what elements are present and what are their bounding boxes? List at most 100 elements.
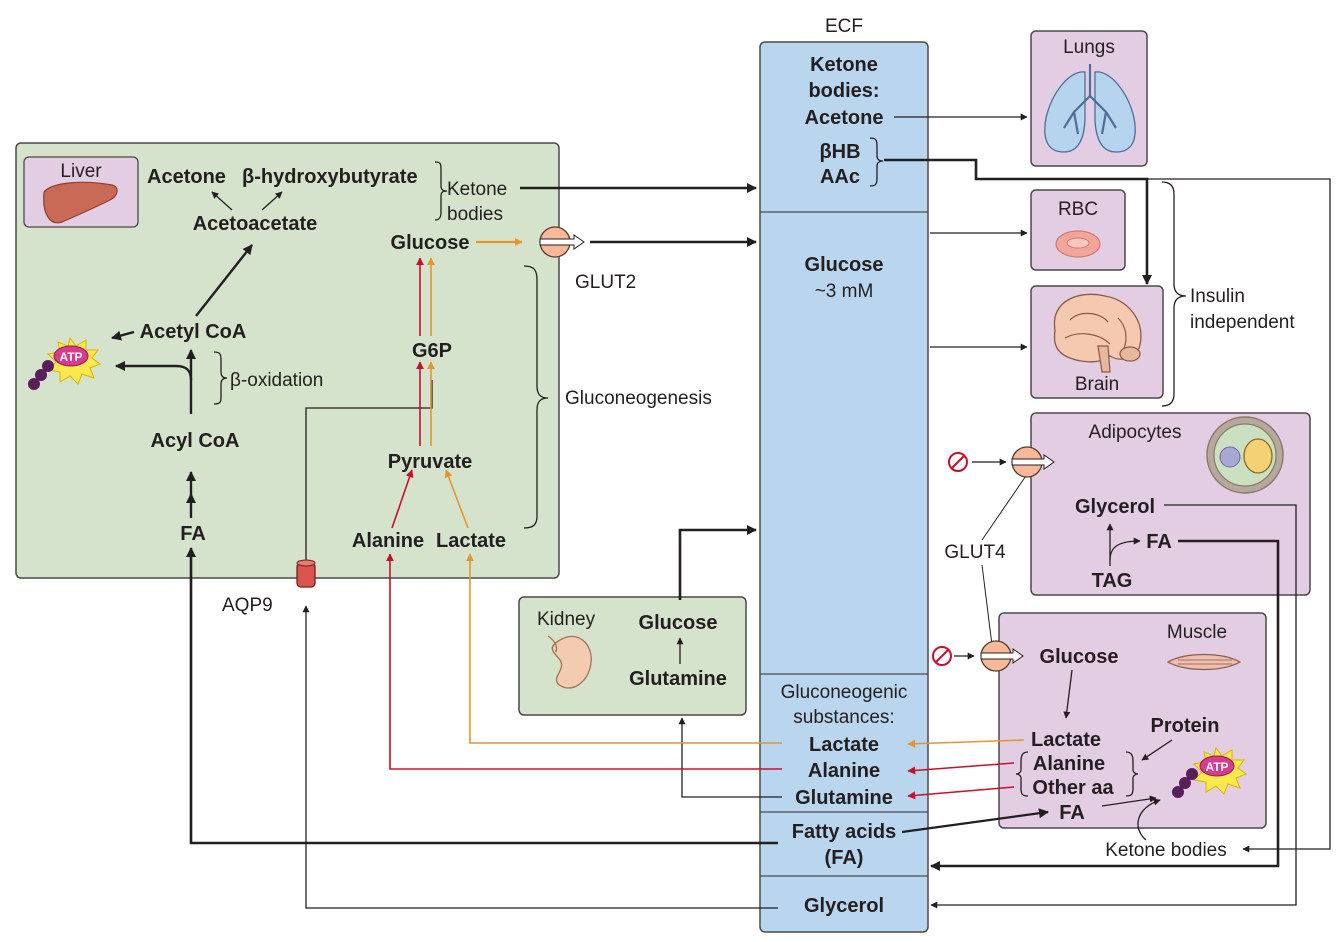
adipocyte-fa: FA bbox=[1146, 531, 1172, 553]
glut4-adipocyte-transporter-icon bbox=[1011, 446, 1055, 478]
arrow-ketones-to-muscle-atp bbox=[1137, 798, 1161, 841]
ecf-title: ECF bbox=[825, 16, 863, 37]
arrow-ecf-alanine-to-liver bbox=[386, 553, 782, 770]
muscle-glucose: Glucose bbox=[1040, 646, 1119, 668]
ecf-gluconeogenic-label: Gluconeogenic bbox=[781, 682, 908, 703]
muscle-lactate: Lactate bbox=[1031, 729, 1101, 751]
arrow-ecf-lactate-to-liver bbox=[466, 553, 782, 744]
arrow-muscle-lactate-to-ecf bbox=[907, 739, 1025, 748]
liver-label: Liver bbox=[60, 161, 102, 182]
liver-beta-oxidation: β-oxidation bbox=[230, 370, 323, 391]
liver-icon bbox=[43, 181, 118, 224]
muscle-ketone-bodies: Ketone bodies bbox=[1105, 840, 1227, 861]
liver-acetone: Acetone bbox=[147, 166, 226, 188]
liver-gluconeogenesis: Gluconeogenesis bbox=[565, 388, 712, 409]
inhibit-icon bbox=[948, 452, 968, 472]
inhibit-icon bbox=[932, 646, 952, 666]
ecf-glucose-conc: ~3 mM bbox=[815, 281, 874, 302]
liver-pyruvate: Pyruvate bbox=[388, 451, 473, 473]
arrow-acetylcoa-to-acetoacetate bbox=[195, 244, 253, 317]
atp-muscle-label: ATP bbox=[1205, 760, 1228, 774]
line-ketones-to-muscle bbox=[976, 178, 1331, 853]
muscle-protein: Protein bbox=[1151, 715, 1220, 737]
adipocyte-cell-icon bbox=[1206, 416, 1284, 494]
liver-g6p: G6P bbox=[412, 340, 452, 362]
arrow-adipocyte-glycerol-to-ecf bbox=[930, 504, 1297, 909]
arrow-ecf-fa-to-muscle bbox=[901, 808, 1049, 834]
ecf-glycerol: Glycerol bbox=[804, 895, 884, 917]
glut2-label: GLUT2 bbox=[575, 272, 636, 293]
liver-acetyl-coa: Acetyl CoA bbox=[140, 321, 247, 343]
ecf-ketone-header2: bodies: bbox=[808, 80, 879, 102]
kidney-label: Kidney bbox=[537, 609, 596, 630]
ecf-aac: AAc bbox=[820, 166, 860, 188]
liver-glucose: Glucose bbox=[391, 232, 470, 254]
aqp9-label: AQP9 bbox=[222, 595, 273, 616]
liver-ketone-bodies-label: Ketone bbox=[447, 179, 507, 200]
ecf-column bbox=[759, 41, 929, 933]
liver-acyl-coa: Acyl CoA bbox=[151, 430, 240, 452]
brain-label: Brain bbox=[1075, 374, 1119, 395]
liver-panel bbox=[15, 142, 560, 579]
lungs-icon bbox=[1044, 64, 1136, 153]
arrow-ecf-glutamine-to-kidney bbox=[678, 717, 782, 798]
bracket-gluconeogenesis bbox=[523, 265, 549, 529]
atp-liver-label: ATP bbox=[59, 350, 82, 364]
muscle-fa: FA bbox=[1059, 802, 1085, 824]
muscle-other-aa: Other aa bbox=[1032, 777, 1114, 799]
kidney-icon bbox=[547, 635, 592, 689]
bracket-insulin-independent bbox=[1161, 181, 1187, 407]
bracket-muscle-aa-left bbox=[1015, 751, 1029, 797]
insulin-independent-label2: independent bbox=[1190, 312, 1295, 333]
arrow-to-acetylcoa bbox=[111, 330, 135, 341]
kidney-glucose: Glucose bbox=[639, 612, 718, 634]
arrow-muscle-fa-to-atp bbox=[1101, 795, 1157, 807]
arrow-protein-to-aa bbox=[1141, 739, 1173, 761]
line-glut4-label bbox=[981, 469, 1031, 646]
bracket-muscle-aa-right bbox=[1125, 751, 1139, 797]
arrow-ecf-fa-to-liver bbox=[186, 547, 778, 845]
line-aqp9-to-g6p bbox=[305, 380, 433, 560]
ecf-acetone: Acetone bbox=[805, 107, 884, 129]
atp-muscle-icon: ATP bbox=[1172, 746, 1248, 798]
adipocytes-label: Adipocytes bbox=[1089, 422, 1182, 443]
muscle-icon bbox=[1166, 653, 1242, 671]
arrow-acetoacetate-to-acetone bbox=[211, 191, 233, 211]
liver-lactate: Lactate bbox=[436, 530, 506, 552]
liver-fa: FA bbox=[180, 523, 206, 545]
arrow-muscle-alanine-to-ecf bbox=[907, 762, 1015, 775]
aqp9-channel-icon bbox=[296, 559, 316, 588]
liver-ketone-bodies-label2: bodies bbox=[447, 204, 503, 225]
arrow-lactate-to-pyruvate bbox=[444, 469, 469, 529]
bracket-beta-oxidation bbox=[213, 351, 228, 405]
bracket-ketone-bodies bbox=[434, 161, 448, 221]
ecf-lactate: Lactate bbox=[809, 734, 879, 756]
arrow-tag-to-fa bbox=[1109, 537, 1141, 561]
glut4-muscle-transporter-icon bbox=[980, 640, 1024, 672]
liver-alanine: Alanine bbox=[352, 530, 424, 552]
ecf-fatty-acids: Fatty acids bbox=[792, 821, 896, 843]
ecf-substances-label: substances: bbox=[793, 707, 894, 728]
atp-liver-icon: ATP bbox=[28, 336, 102, 390]
glut2-transporter-icon bbox=[539, 226, 585, 258]
ecf-fa-abbr: (FA) bbox=[825, 847, 864, 869]
rbc-panel bbox=[1030, 189, 1126, 271]
arrow-alanine-to-pyruvate bbox=[391, 469, 414, 529]
bracket-ecf-bhb bbox=[869, 137, 884, 187]
lungs-label: Lungs bbox=[1063, 37, 1115, 58]
arrow-muscle-otheraa-to-ecf bbox=[907, 786, 1015, 800]
adipocyte-glycerol: Glycerol bbox=[1075, 496, 1155, 518]
muscle-label: Muscle bbox=[1167, 622, 1227, 643]
arrow-muscle-glucose-to-lactate bbox=[1063, 669, 1073, 719]
kidney-glutamine: Glutamine bbox=[629, 668, 727, 690]
arrow-ecf-glycerol-to-aqp9 bbox=[302, 605, 778, 909]
brain-icon bbox=[1053, 293, 1142, 373]
ecf-alanine: Alanine bbox=[808, 760, 880, 782]
ecf-glucose: Glucose bbox=[805, 254, 884, 276]
rbc-icon bbox=[1055, 230, 1101, 258]
arrow-acetoacetate-to-bhb bbox=[261, 191, 283, 211]
liver-acetoacetate: Acetoacetate bbox=[193, 213, 318, 235]
ecf-glutamine: Glutamine bbox=[795, 787, 893, 809]
